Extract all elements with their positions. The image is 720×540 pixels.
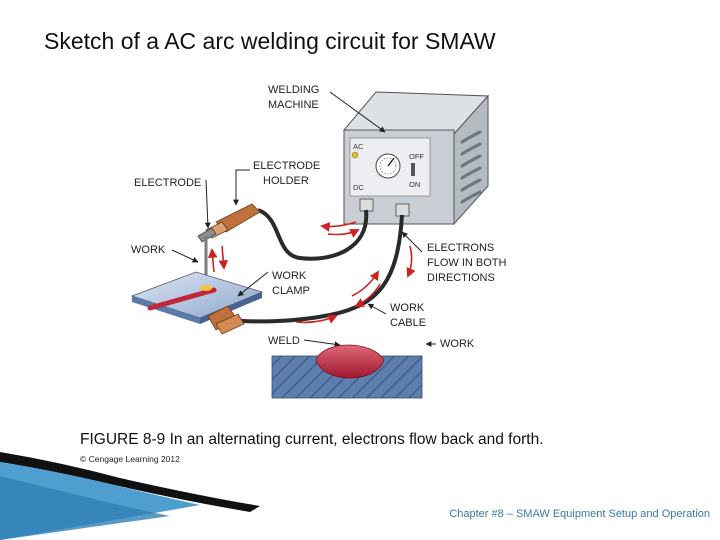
label-work-lower: WORK <box>440 338 475 350</box>
electrode-holder <box>197 203 261 243</box>
terminal-work <box>395 203 410 217</box>
label-electrode-holder: ELECTRODE <box>253 160 320 172</box>
slide-title: Sketch of a AC arc welding circuit for S… <box>44 28 496 54</box>
label-electrode-holder-2: HOLDER <box>263 175 309 187</box>
copyright-credit: © Cengage Learning 2012 <box>80 454 180 464</box>
label-welding-machine: WELDING <box>268 84 319 96</box>
current-flow-arrows <box>207 221 416 324</box>
label-welding-machine-2: MACHINE <box>268 99 319 111</box>
welding-machine: AC DC OFF ON <box>342 91 490 226</box>
label-electrons-2: FLOW IN BOTH <box>427 257 507 269</box>
label-weld: WELD <box>268 335 300 347</box>
arc-glow <box>200 285 212 291</box>
electrode-cable <box>257 208 369 261</box>
terminal-electrode <box>359 198 374 212</box>
figure-caption: FIGURE 8-9 In an alternating current, el… <box>80 431 544 448</box>
weld-bead-top <box>147 287 217 311</box>
amperage-dial <box>375 153 401 179</box>
label-electrons-3: DIRECTIONS <box>427 272 495 284</box>
ac-label: AC <box>353 142 364 151</box>
work-cable-line <box>229 214 404 324</box>
slide-footer: Chapter #8 – SMAW Equipment Setup and Op… <box>449 508 710 520</box>
label-work-upper: WORK <box>131 244 166 256</box>
decorative-swoosh <box>0 452 260 540</box>
label-electrons: ELECTRONS <box>427 242 494 254</box>
indicator-light <box>351 151 359 159</box>
label-electrode: ELECTRODE <box>134 177 201 189</box>
dc-label: DC <box>353 183 364 192</box>
work-plate <box>130 271 264 324</box>
label-work-cable-2: CABLE <box>390 317 426 329</box>
machine-vents <box>460 130 482 204</box>
on-label: ON <box>409 180 420 189</box>
label-work-clamp-2: CLAMP <box>272 285 310 297</box>
label-work-clamp: WORK <box>272 270 307 282</box>
weld-cross-section <box>271 344 423 399</box>
off-label: OFF <box>409 152 424 161</box>
power-switch <box>411 163 415 176</box>
leader-lines <box>171 91 436 348</box>
work-clamp <box>207 305 245 335</box>
label-work-cable: WORK <box>390 302 425 314</box>
